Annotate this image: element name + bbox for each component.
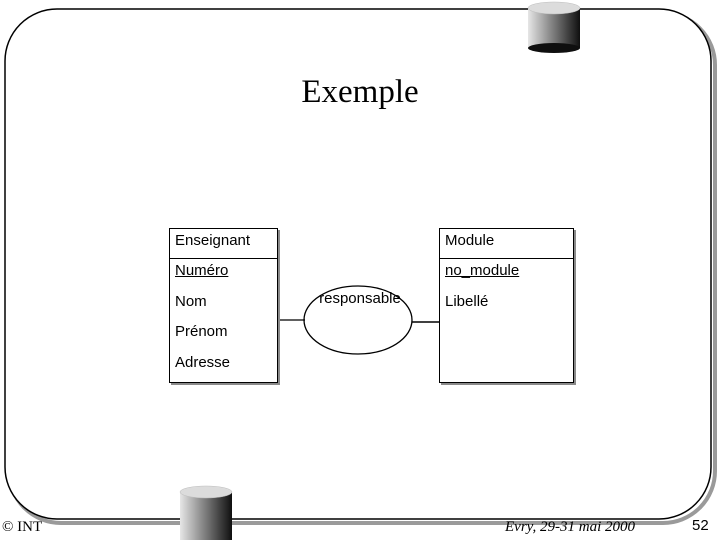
relationship-ellipse <box>303 285 413 355</box>
page-number: 52 <box>692 517 709 534</box>
entity-key-attribute: no_module <box>445 262 520 279</box>
entity-key-attribute: Numéro <box>175 262 229 279</box>
slide-title: Exemple <box>301 74 419 110</box>
entity-name: Enseignant <box>170 229 277 259</box>
entity-attribute: Adresse <box>175 353 231 371</box>
entity-attribute: Nom <box>175 292 207 310</box>
cylinder-top-right-icon <box>527 1 581 53</box>
entity-name: Module <box>440 229 573 259</box>
relationship-label: responsable <box>319 290 401 307</box>
footer-copyright: © INT <box>2 519 43 535</box>
entity-attribute: Libellé <box>445 292 489 310</box>
footer-date-location: Evry, 29-31 mai 2000 <box>505 519 635 535</box>
entity-module: Module no_module Libellé <box>439 228 574 383</box>
cylinder-bottom-left-icon <box>179 485 233 540</box>
frame-border <box>4 8 712 520</box>
entity-enseignant: Enseignant Numéro Nom Prénom Adresse <box>169 228 278 383</box>
entity-attribute: Prénom <box>175 323 228 340</box>
